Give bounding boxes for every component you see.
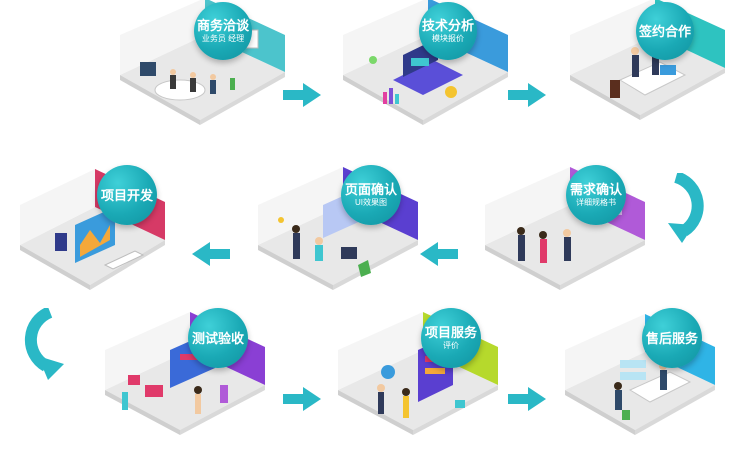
step-title: 售后服务 xyxy=(645,330,698,346)
step-requirement-confirm: 需求确认 详细规格书 xyxy=(480,165,680,325)
step-title: 商务洽谈 xyxy=(196,18,249,33)
step-badge: 售后服务 xyxy=(642,308,702,368)
step-badge: 商务洽谈 业务员 经理 xyxy=(194,2,252,60)
step-badge: 项目开发 xyxy=(97,165,157,225)
step-badge: 项目服务 评价 xyxy=(421,308,481,368)
step-title: 页面确认 xyxy=(344,182,397,197)
step-title: 需求确认 xyxy=(569,182,622,197)
step-subtitle: 详细规格书 xyxy=(576,198,616,207)
step-badge: 页面确认 UI效果图 xyxy=(341,165,401,225)
step-testing-acceptance: 测试验收 xyxy=(100,308,300,470)
step-subtitle: 业务员 经理 xyxy=(201,34,245,43)
step-project-service: 项目服务 评价 xyxy=(333,308,533,470)
step-title: 技术分析 xyxy=(421,18,474,33)
arrow-left-icon xyxy=(192,242,230,266)
arrow-left-icon xyxy=(420,242,458,266)
arrow-right-icon xyxy=(508,387,546,411)
step-title: 测试验收 xyxy=(191,330,244,346)
step-page-confirm: 页面确认 UI效果图 xyxy=(253,165,453,325)
step-subtitle: UI效果图 xyxy=(355,198,387,207)
step-subtitle: 模块报价 xyxy=(432,34,464,43)
curved-arrow-down-icon xyxy=(24,308,64,380)
step-subtitle: 评价 xyxy=(443,341,459,350)
step-title: 项目开发 xyxy=(100,187,153,203)
step-business-negotiation: 商务洽谈 业务员 经理 xyxy=(110,0,310,160)
step-badge: 签约合作 xyxy=(636,2,694,60)
step-aftersales-service: 售后服务 xyxy=(560,308,731,470)
contract-room-illustration xyxy=(570,0,725,120)
step-badge: 技术分析 模块报价 xyxy=(419,2,477,60)
step-contract: 签约合作 xyxy=(560,0,731,160)
arrow-right-icon xyxy=(283,83,321,107)
step-project-development: 项目开发 xyxy=(15,165,215,325)
arrow-right-icon xyxy=(283,387,321,411)
curved-arrow-down-icon xyxy=(668,173,704,243)
step-badge: 测试验收 xyxy=(188,308,248,368)
step-title: 项目服务 xyxy=(424,325,477,340)
step-badge: 需求确认 详细规格书 xyxy=(566,165,626,225)
arrow-right-icon xyxy=(508,83,546,107)
step-title: 签约合作 xyxy=(638,23,691,39)
step-technical-analysis: 技术分析 模块报价 xyxy=(333,0,533,160)
